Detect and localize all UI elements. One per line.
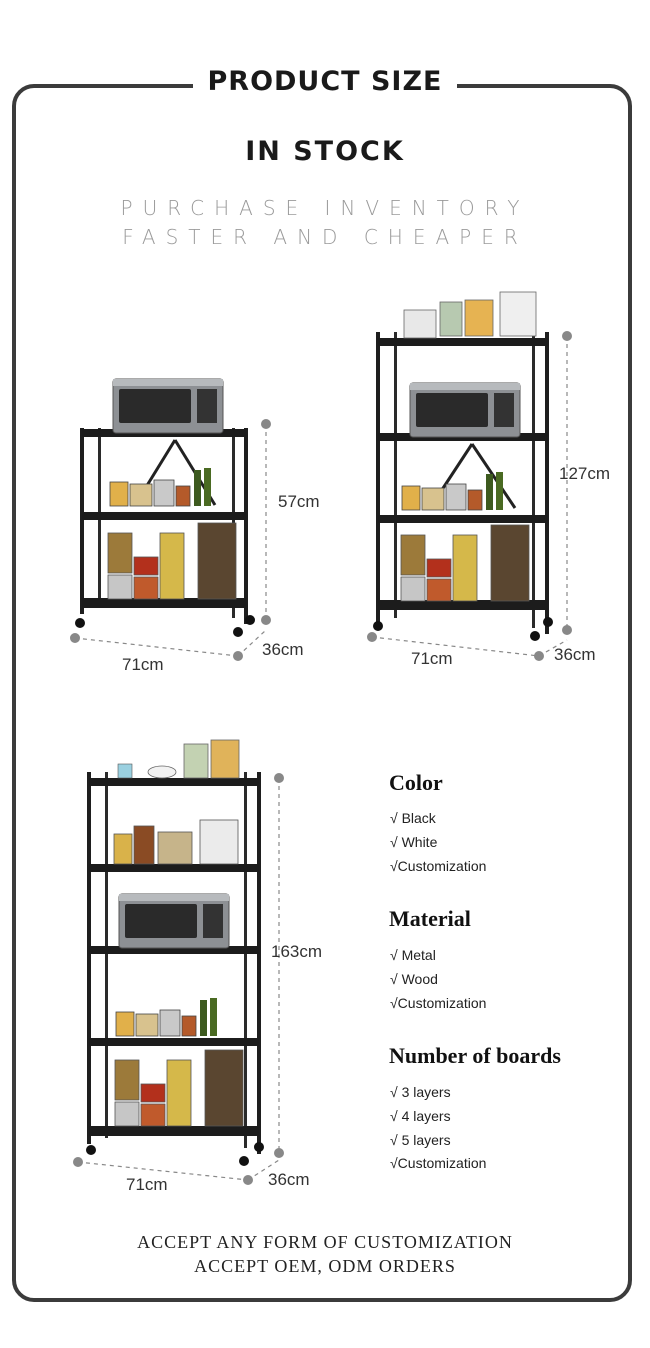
footer-line-1: ACCEPT ANY FORM OF CUSTOMIZATION xyxy=(137,1232,513,1252)
dims-rack-2 xyxy=(367,331,572,661)
rack-3-layer xyxy=(75,378,255,637)
material-option-wood: √ Wood xyxy=(390,971,438,987)
page-title: PRODUCT SIZE xyxy=(193,66,457,97)
boards-option-customization: √Customization xyxy=(390,1155,487,1171)
rack-3-width-label: 71cm xyxy=(126,1175,168,1194)
color-heading: Color xyxy=(389,770,443,795)
dims-rack-3 xyxy=(73,773,284,1185)
boards-option-4: √ 4 layers xyxy=(390,1108,451,1124)
color-option-black: √ Black xyxy=(390,810,436,826)
rack-2-depth-label: 36cm xyxy=(554,645,596,664)
boards-heading: Number of boards xyxy=(389,1043,561,1068)
in-stock-heading: IN STOCK xyxy=(245,136,405,167)
rack-5-layer xyxy=(86,739,264,1166)
rack-3-height-label: 163cm xyxy=(271,942,323,961)
rack-1-height-label: 57cm xyxy=(278,492,320,511)
tagline-line-2: FASTER AND CHEAPER xyxy=(122,225,528,249)
title-wrap: PRODUCT SIZE xyxy=(0,66,650,97)
color-option-customization: √Customization xyxy=(390,858,487,874)
material-option-customization: √Customization xyxy=(390,995,487,1011)
tagline-line-1: PURCHASE INVENTORY xyxy=(120,196,530,220)
rack-2-width-label: 71cm xyxy=(411,649,453,668)
material-heading: Material xyxy=(389,906,471,931)
rack-3-depth-label: 36cm xyxy=(268,1170,310,1189)
rack-1-width-label: 71cm xyxy=(122,655,164,674)
rack-2-height-label: 127cm xyxy=(559,464,611,483)
rack-1-depth-label: 36cm xyxy=(262,640,304,659)
boards-option-3: √ 3 layers xyxy=(390,1084,451,1100)
footer-line-2: ACCEPT OEM, ODM ORDERS xyxy=(194,1256,456,1276)
boards-option-5: √ 5 layers xyxy=(390,1132,451,1148)
color-option-white: √ White xyxy=(390,834,438,850)
dims-rack-1 xyxy=(70,419,271,661)
material-option-metal: √ Metal xyxy=(390,947,436,963)
rack-4-layer xyxy=(373,291,553,641)
